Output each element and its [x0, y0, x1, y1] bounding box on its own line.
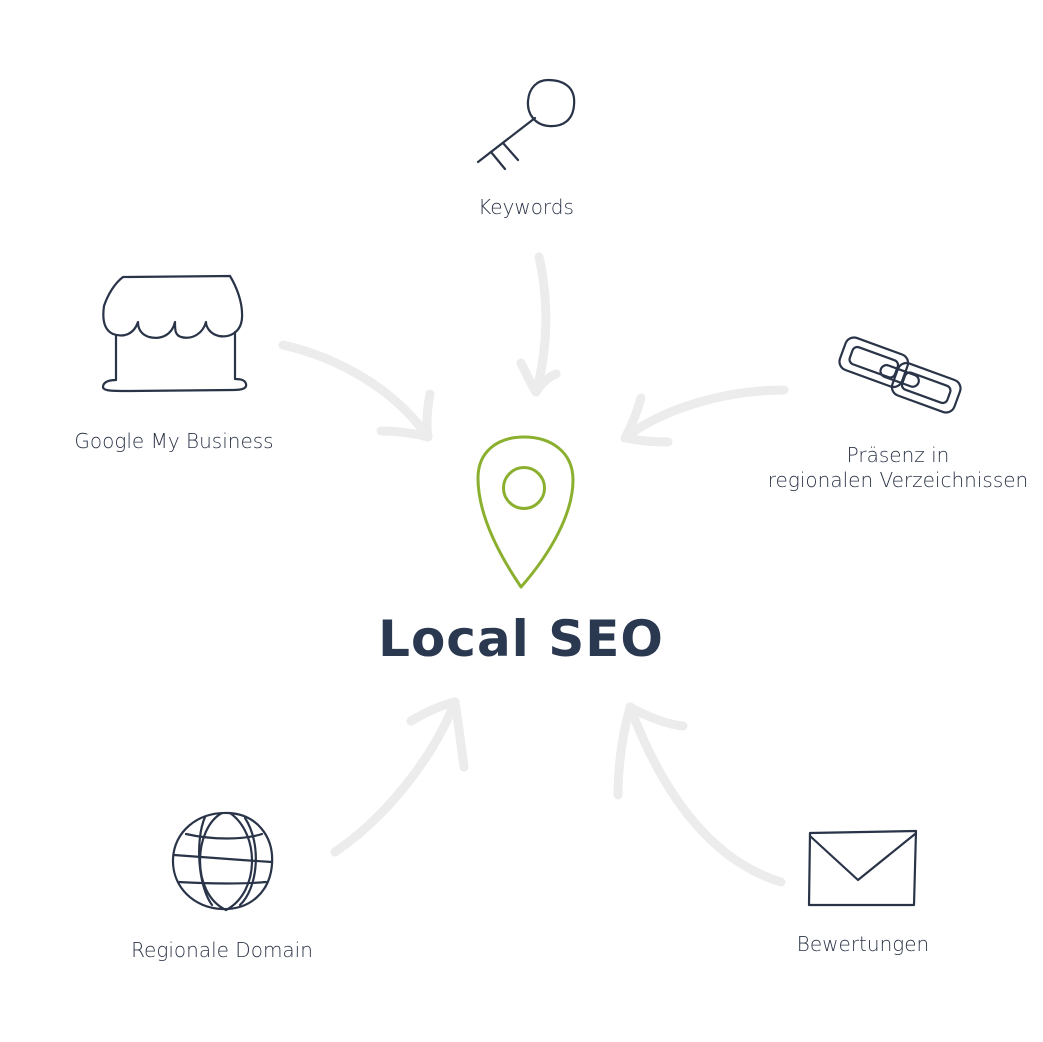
domain-label: Regionale Domain [131, 938, 313, 962]
envelope-icon [807, 829, 918, 907]
chain-link-icon [838, 336, 962, 414]
map-pin-icon [476, 435, 575, 589]
arrow-directories [620, 385, 789, 447]
google-my-business-label: Google My Business [74, 429, 274, 453]
key-icon [476, 78, 576, 171]
diagram-title: Local SEO [378, 610, 664, 668]
arrow-reviews [613, 702, 786, 887]
storefront-icon [101, 274, 248, 393]
arrow-google-my-business [278, 340, 435, 442]
keywords-label: Keywords [478, 195, 574, 219]
reviews-label: Bewertungen [796, 932, 930, 956]
arrow-keywords [516, 252, 561, 397]
globe-icon [171, 811, 274, 912]
directories-label-line2: regionalen Verzeichnissen [767, 468, 1029, 492]
directories-label-line1: Präsenz in [846, 443, 950, 467]
arrow-domain [330, 697, 469, 857]
